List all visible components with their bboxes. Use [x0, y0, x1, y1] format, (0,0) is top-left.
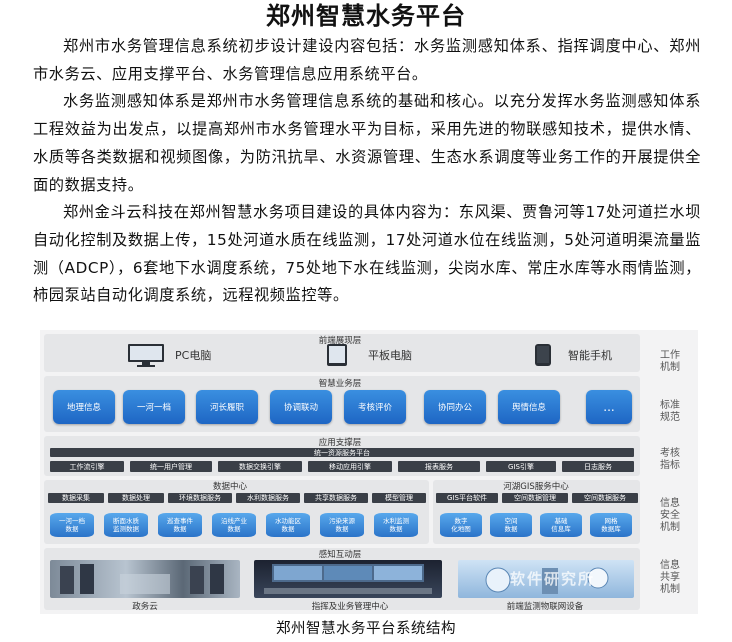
- figure-caption: 郑州智慧水务平台系统结构: [276, 621, 456, 637]
- database-cylinder: 断面水质 监测数据: [104, 513, 148, 537]
- business-item: 一河一档: [123, 390, 185, 424]
- paragraph-2: 水务监测感知体系是郑州市水务管理信息系统的基础和核心。以充分发挥水务监测感知体系…: [33, 92, 701, 194]
- article-body: 郑州市水务管理信息系统初步设计建设内容包括：水务监测感知体系、指挥调度中心、郑州…: [33, 33, 701, 310]
- business-item: 协调联动: [270, 390, 332, 424]
- gis-database-cylinder: 数字 化地图: [440, 513, 482, 537]
- support-item: 报表服务: [398, 461, 480, 472]
- side-label: 工作 机制: [660, 350, 680, 373]
- database-cylinder: 沿线产业 数据: [212, 513, 256, 537]
- business-item: 地理信息: [53, 390, 115, 424]
- side-label: 信息 安全 机制: [660, 498, 680, 533]
- gis-service: GIS平台软件: [436, 493, 498, 503]
- command-screens-image: [264, 564, 432, 594]
- data-service: 环境数据服务: [168, 493, 232, 503]
- gis-database-cylinder: 基础 信息库: [540, 513, 582, 537]
- support-item: 移动应用引擎: [308, 461, 392, 472]
- gis-database-cylinder: 空间 数据: [490, 513, 532, 537]
- database-cylinder: 一河一档 数据: [50, 513, 94, 537]
- database-cylinder: 水功能区 数据: [266, 513, 310, 537]
- support-layer-title: 应用支撑层: [318, 438, 362, 448]
- server-room-photo: [50, 560, 240, 598]
- frontend-layer-title: 前端展现层: [318, 336, 362, 346]
- iot-devices-photo: [458, 560, 634, 598]
- smartphone-icon: [535, 344, 551, 366]
- device-label-tablet: 平板电脑: [368, 349, 412, 362]
- data-service: 共享数据服务: [304, 493, 368, 503]
- gis-service: 空间数据管理: [502, 493, 568, 503]
- support-item: 数据交换引擎: [218, 461, 302, 472]
- bottom-label-command: 指挥及业务管理中心: [311, 602, 389, 612]
- device-label-phone: 智能手机: [568, 349, 612, 362]
- pc-monitor-icon: [128, 344, 164, 367]
- data-service: 数据采集: [48, 493, 104, 503]
- paragraph-3: 郑州金斗云科技在郑州智慧水务项目建设的具体内容为：东风渠、贾鲁河等17处河道拦水…: [33, 203, 701, 305]
- support-item: GIS引擎: [486, 461, 556, 472]
- data-service: 模型管理: [372, 493, 426, 503]
- system-architecture-figure: 前端展现层 PC电脑 平板电脑 智能手机 智慧业务层 地理信息 一河一档 河长履…: [40, 330, 698, 614]
- data-service: 水利数据服务: [236, 493, 300, 503]
- business-item: 考核评价: [344, 390, 406, 424]
- watermark: 软件研究所: [510, 570, 596, 588]
- device-label-pc: PC电脑: [175, 349, 212, 362]
- paragraph-1: 郑州市水务管理信息系统初步设计建设内容包括：水务监测感知体系、指挥调度中心、郑州…: [33, 37, 701, 83]
- database-cylinder: 巡查事件 数据: [158, 513, 202, 537]
- support-item: 统一用户管理: [130, 461, 212, 472]
- bottom-label-cloud: 政务云: [132, 602, 158, 612]
- side-label: 考核 指标: [660, 448, 680, 471]
- business-item: 河长履职: [196, 390, 258, 424]
- unified-resource-platform: 统一资源服务平台: [50, 448, 634, 457]
- support-item: 工作流引擎: [50, 461, 124, 472]
- database-cylinder: 水利监测 数据: [374, 513, 418, 537]
- support-item: 日志服务: [562, 461, 634, 472]
- command-center-photo: [254, 560, 442, 598]
- tablet-icon: [327, 344, 347, 366]
- business-item: 协同办公: [424, 390, 486, 424]
- business-item-more: ...: [586, 390, 632, 424]
- business-layer-title: 智慧业务层: [318, 379, 362, 389]
- gis-service: 空间数据服务: [572, 493, 638, 503]
- bottom-label-iot: 前端监测物联网设备: [506, 602, 584, 612]
- server-racks-image: [60, 564, 224, 594]
- perception-layer-title: 感知互动层: [318, 550, 362, 560]
- business-item: 舆情信息: [498, 390, 560, 424]
- page-title: 郑州智慧水务平台: [266, 2, 466, 30]
- iot-devices-image: [485, 567, 609, 594]
- data-service: 数据处理: [108, 493, 164, 503]
- side-label: 标准 规范: [660, 400, 680, 423]
- data-center-title: 数据中心: [212, 482, 247, 492]
- gis-database-cylinder: 网格 数据库: [590, 513, 632, 537]
- gis-center-title: 河湖GIS服务中心: [503, 482, 569, 492]
- database-cylinder: 污染来源 数据: [320, 513, 364, 537]
- side-label: 信息 共享 机制: [660, 560, 680, 595]
